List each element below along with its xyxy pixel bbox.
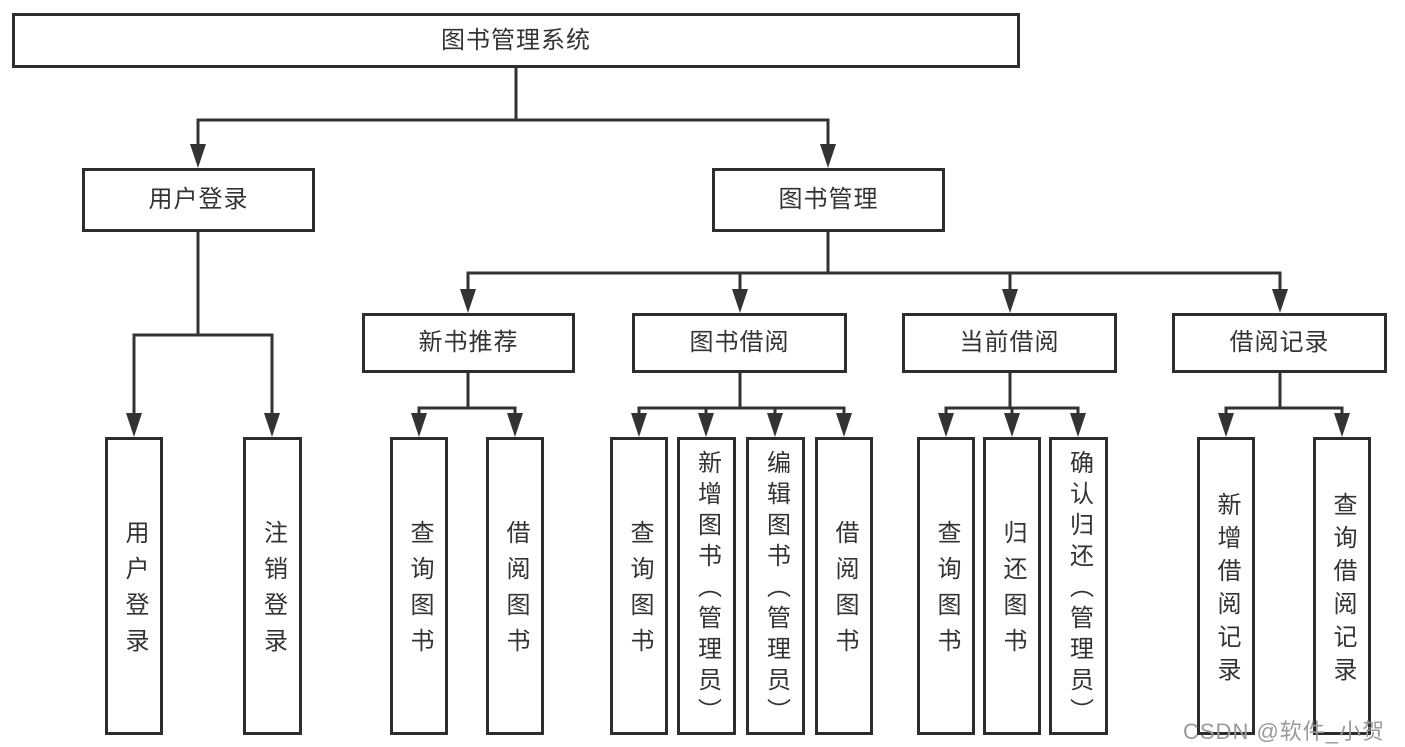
node-book-borrow-label: 图书借阅 [689,329,790,356]
leaf-query-books-current: 查询图书 [917,437,975,735]
leaf-borrow-books-borrow-label: 借阅图书 [831,520,858,664]
leaf-user-login-label: 用户登录 [121,520,148,664]
node-borrow-records-label: 借阅记录 [1229,329,1330,356]
leaf-add-book-admin: 新增图书（管理员） [677,437,736,735]
node-borrow-records: 借阅记录 [1172,313,1387,373]
leaf-add-book-admin-label: 新增图书（管理员） [693,450,721,729]
node-book-borrow: 图书借阅 [632,313,847,373]
leaf-edit-book-admin: 编辑图书（管理员） [746,437,805,735]
leaf-edit-book-admin-label: 编辑图书（管理员） [762,450,790,729]
leaf-query-books-current-label: 查询图书 [933,520,960,664]
node-root-label: 图书管理系统 [441,26,591,54]
leaf-borrow-books-recommend-label: 借阅图书 [502,520,529,664]
leaf-borrow-books-recommend: 借阅图书 [486,437,544,735]
leaf-return-book-label: 归还图书 [999,520,1026,664]
leaf-query-books-recommend-label: 查询图书 [406,520,433,664]
leaf-confirm-return-admin: 确认归还（管理员） [1049,437,1108,735]
node-user-login: 用户登录 [82,168,315,232]
leaf-user-login: 用户登录 [105,437,163,735]
node-root: 图书管理系统 [12,13,1020,68]
leaf-query-books-recommend: 查询图书 [390,437,448,735]
arrowheads [126,144,1350,437]
leaf-query-books-borrow-label: 查询图书 [626,520,653,664]
leaf-return-book: 归还图书 [983,437,1041,735]
leaf-add-borrow-record-label: 新增借阅记录 [1213,491,1240,690]
node-book-management-label: 图书管理 [778,186,879,213]
node-new-book-recommend-label: 新书推荐 [418,329,519,356]
node-current-borrow-label: 当前借阅 [959,329,1060,356]
leaf-logout: 注销登录 [243,437,302,735]
leaf-add-borrow-record: 新增借阅记录 [1197,437,1255,735]
leaf-query-borrow-record-label: 查询借阅记录 [1329,491,1356,690]
node-current-borrow: 当前借阅 [902,313,1117,373]
node-user-login-label: 用户登录 [148,186,249,213]
leaf-query-borrow-record: 查询借阅记录 [1313,437,1371,735]
watermark: CSDN @软件_小贺同学 [1183,719,1386,744]
leaf-confirm-return-admin-label: 确认归还（管理员） [1065,450,1093,729]
node-new-book-recommend: 新书推荐 [362,313,575,373]
node-book-management: 图书管理 [712,168,945,232]
leaf-logout-label: 注销登录 [259,520,287,664]
leaf-query-books-borrow: 查询图书 [610,437,668,735]
leaf-borrow-books-borrow: 借阅图书 [815,437,873,735]
